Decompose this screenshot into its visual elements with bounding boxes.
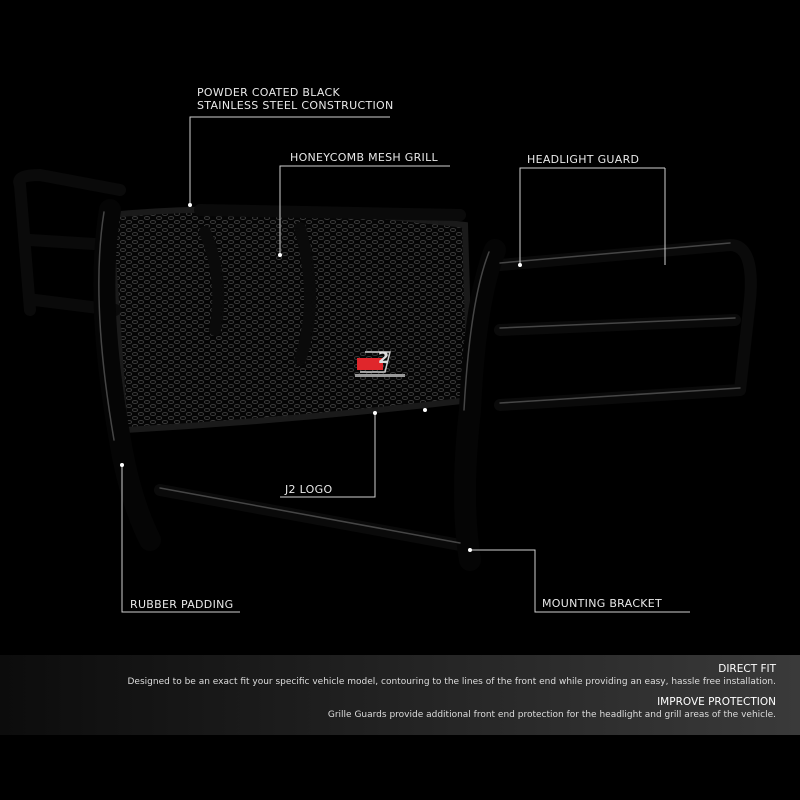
feature-direct-fit: DIRECT FIT Designed to be an exact fit y… (128, 663, 777, 688)
callout-headlight: HEADLIGHT GUARD (527, 153, 640, 166)
feature-title: IMPROVE PROTECTION (657, 696, 776, 708)
callout-lines (121, 116, 690, 613)
feature-improve-protection: IMPROVE PROTECTION Grille Guards provide… (328, 696, 776, 721)
callout-bracket: MOUNTING BRACKET (542, 597, 663, 610)
mesh-panel (106, 206, 474, 434)
callout-logo: J2 LOGO (285, 483, 333, 496)
feature-title: DIRECT FIT (718, 663, 776, 675)
callout-construction-line1: POWDER COATED BLACK (197, 86, 341, 99)
callout-construction-line2: STAINLESS STEEL CONSTRUCTION (197, 99, 394, 112)
feature-description: Designed to be an exact fit your specifi… (127, 677, 777, 687)
feature-description: Grille Guards provide additional front e… (327, 710, 776, 720)
callout-construction: POWDER COATED BLACK STAINLESS STEEL CONS… (197, 86, 394, 112)
callout-padding: RUBBER PADDING (130, 598, 234, 611)
j2-logo: 2 (355, 348, 405, 377)
svg-text:2: 2 (378, 348, 389, 367)
features-banner: DIRECT FIT Designed to be an exact fit y… (0, 655, 800, 735)
callout-mesh: HONEYCOMB MESH GRILL (290, 151, 438, 164)
guard-tubes (13, 168, 757, 571)
